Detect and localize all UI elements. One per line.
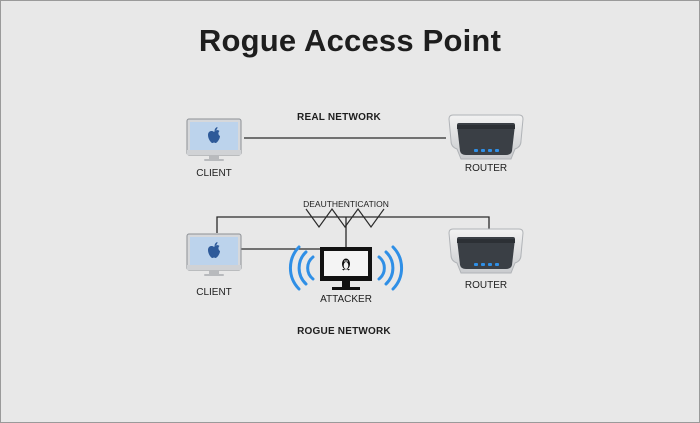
router-led (474, 149, 478, 152)
router-led (495, 263, 499, 266)
rogue-router (448, 228, 524, 274)
real-router-label: ROUTER (464, 163, 508, 174)
apple-icon (208, 127, 220, 143)
real-router (448, 114, 524, 160)
page-title: Rogue Access Point (198, 23, 502, 58)
deauth-bus-line (216, 216, 490, 233)
wifi-signal-icon (288, 245, 315, 291)
router-led (488, 149, 492, 152)
attacker-computer (320, 247, 372, 290)
router-led (495, 149, 499, 152)
linux-tux-icon (342, 258, 350, 271)
rogue-network-label: ROGUE NETWORK (297, 326, 391, 337)
router-led (474, 263, 478, 266)
real-client-monitor (186, 118, 242, 161)
rogue-client-label: CLIENT (196, 287, 232, 298)
router-led (488, 263, 492, 266)
router-led (481, 263, 485, 266)
rogue-client-monitor (186, 233, 242, 276)
attacker-label: ATTACKER (320, 294, 372, 305)
deauthentication-label: DEAUTHENTICATION (303, 199, 389, 209)
deauth-zigzag (305, 207, 385, 229)
real-client-label: CLIENT (196, 168, 232, 179)
router-led (481, 149, 485, 152)
wifi-signal-icon (377, 245, 404, 291)
apple-icon (208, 242, 220, 258)
real-network-label: REAL NETWORK (297, 112, 381, 123)
rogue-router-label: ROUTER (464, 280, 508, 291)
